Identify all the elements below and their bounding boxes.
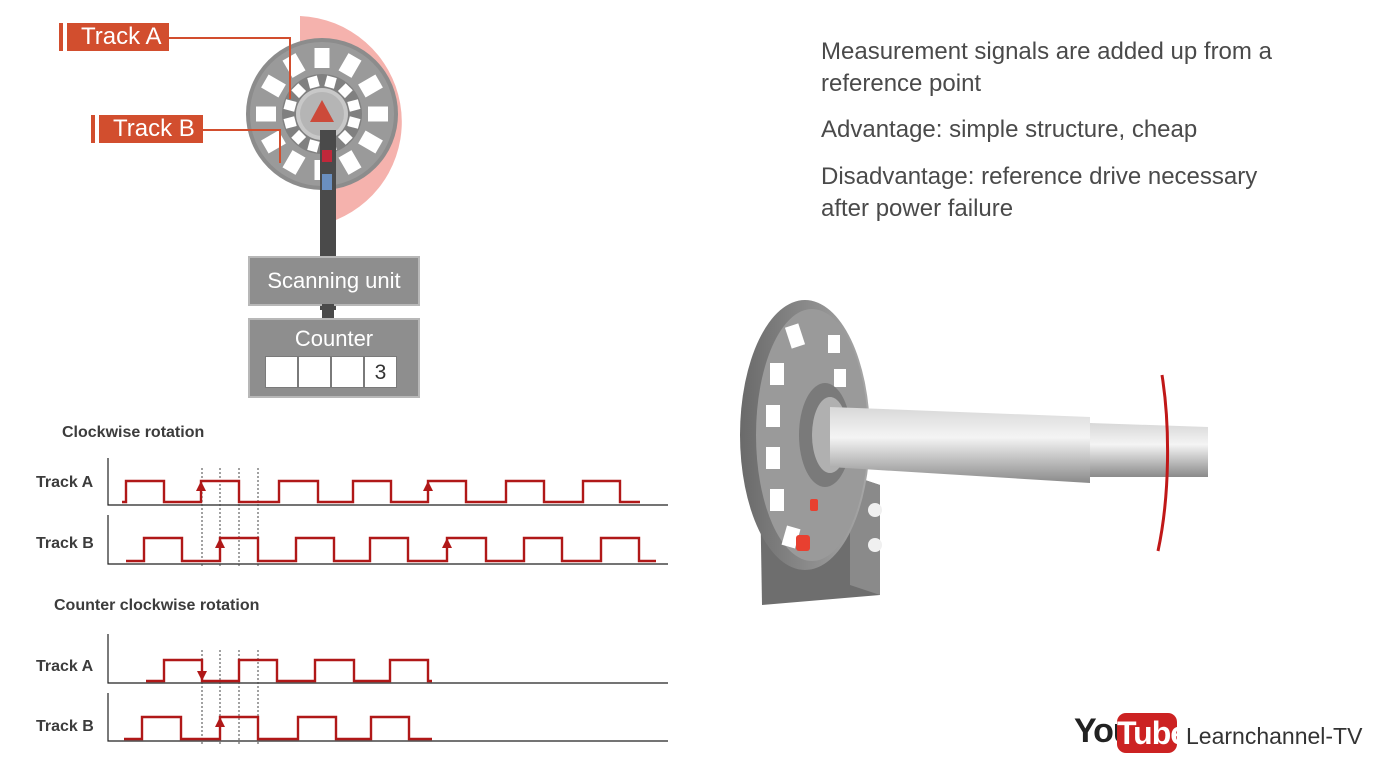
disk-slot	[358, 74, 383, 98]
track-a-leader-drop	[289, 37, 291, 99]
ccw-track-b-axis	[107, 693, 668, 742]
disk-slot	[368, 106, 388, 122]
edge-arrow-up	[442, 538, 452, 548]
cw-section-title: Clockwise rotation	[62, 424, 205, 441]
cw-track-b-wave	[126, 536, 656, 563]
cw-track-a-wave	[122, 479, 640, 504]
counter-label: Counter	[294, 326, 374, 351]
disk-slot	[324, 75, 337, 89]
counter-display: 3	[265, 356, 397, 388]
counter-digit	[298, 356, 331, 388]
counter-digit: 3	[364, 356, 397, 388]
track-b-leader	[198, 129, 280, 131]
disk-slot	[358, 130, 383, 154]
connector	[322, 304, 334, 318]
track-b-leader-drop	[279, 129, 281, 163]
edge-arrow-up	[423, 481, 433, 491]
disk-slot	[282, 150, 306, 175]
edge-arrow-up	[196, 481, 206, 491]
edge-arrow-up	[215, 717, 225, 727]
disk-slot	[291, 129, 307, 145]
measurement-text: Measurement signals are added up from a …	[821, 38, 1272, 97]
edge-arrow-up	[215, 538, 225, 548]
scanning-unit-label: Scanning unit	[267, 268, 401, 293]
disk-slot	[256, 106, 276, 122]
track-b-tag: Track B	[95, 115, 203, 143]
disk-slot	[283, 99, 297, 112]
disk-slot	[291, 83, 307, 99]
cw-track-b-axis	[107, 515, 668, 565]
disk-slot	[347, 99, 361, 112]
disk-slot	[307, 75, 320, 89]
disk-slot	[314, 48, 330, 68]
disk-slot	[307, 139, 320, 153]
encoder-3d-illustration	[740, 300, 1208, 605]
cw-track-a-label: Track A	[36, 474, 94, 491]
disk-slot	[283, 116, 297, 129]
cw-track-b-label: Track B	[36, 535, 94, 552]
disk-slot	[282, 53, 306, 78]
advantage-text: Advantage: simple structure, cheap	[821, 116, 1198, 143]
disk-slot	[338, 150, 362, 175]
ccw-track-b-wave	[124, 715, 432, 741]
disadvantage-text: Disadvantage: reference drive necessary …	[821, 163, 1258, 222]
disk-slot	[338, 53, 362, 78]
ccw-track-a-axis	[107, 634, 668, 684]
ccw-track-a-wave	[146, 658, 432, 683]
channel-name: Learnchannel-TV	[1186, 723, 1363, 749]
scanning-unit-box: Scanning unit	[248, 256, 420, 306]
disk-slot	[337, 83, 353, 99]
disk-slot	[337, 129, 353, 145]
track-a-leader	[168, 37, 290, 39]
ccw-track-b-label: Track B	[36, 718, 94, 735]
encoder-disk-illustration	[246, 16, 402, 310]
disk-slot	[261, 74, 286, 98]
track-a-tag: Track A	[63, 23, 170, 51]
disk-slot	[347, 116, 361, 129]
ccw-track-a-label: Track A	[36, 658, 94, 675]
edge-arrow-down	[197, 671, 207, 681]
ccw-section-title: Counter clockwise rotation	[54, 597, 260, 614]
timing-diagram	[107, 458, 668, 746]
youtube-logo-tube: Tube	[1117, 713, 1188, 753]
counter-digit	[265, 356, 298, 388]
counter-digit	[331, 356, 364, 388]
cw-track-a-axis	[107, 458, 668, 506]
counter-box: Counter 3	[248, 318, 420, 398]
